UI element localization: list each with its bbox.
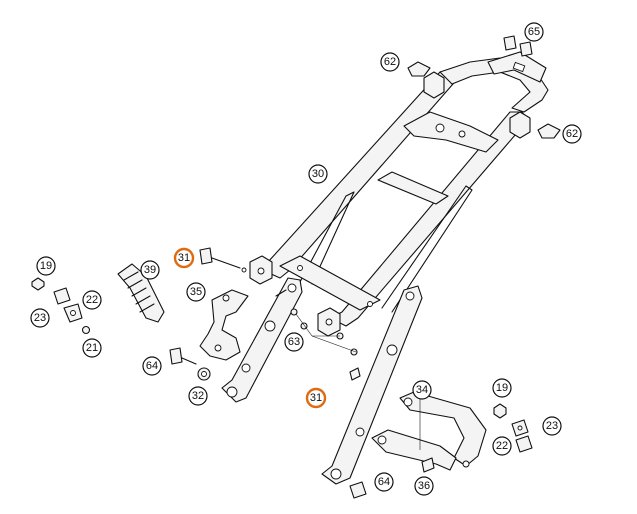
svg-text:62: 62	[566, 128, 578, 140]
svg-text:36: 36	[418, 480, 430, 492]
svg-text:21: 21	[86, 342, 98, 354]
callout-30: 30	[308, 164, 328, 184]
callout-31-bottom: 31	[305, 387, 327, 409]
svg-text:64: 64	[378, 476, 390, 488]
svg-text:23: 23	[546, 420, 558, 432]
callout-65: 65	[524, 22, 544, 42]
svg-text:32: 32	[192, 390, 204, 402]
svg-text:65: 65	[528, 26, 540, 38]
callout-64-right: 64	[374, 472, 394, 492]
callout-34: 34	[412, 380, 432, 400]
svg-text:35: 35	[190, 286, 202, 298]
callout-23-left: 23	[30, 308, 50, 328]
left-bracket-part	[221, 277, 303, 403]
hardware-parts	[31, 35, 561, 499]
callout-63: 63	[284, 332, 304, 352]
callout-32: 32	[188, 386, 208, 406]
callout-39: 39	[140, 260, 160, 280]
callout-22-left: 22	[82, 290, 102, 310]
svg-text:19: 19	[496, 382, 508, 394]
svg-text:22: 22	[496, 440, 508, 452]
subframe-part	[249, 51, 549, 337]
footpeg-part	[117, 263, 165, 323]
svg-text:64: 64	[146, 360, 158, 372]
callout-19-right: 19	[492, 378, 512, 398]
callouts: 19 19 21 22 22 23 23 30	[30, 22, 582, 496]
callout-31-top: 31	[173, 247, 195, 269]
callout-35: 35	[186, 282, 206, 302]
callout-36: 36	[414, 476, 434, 496]
right-rail-part	[321, 285, 423, 485]
svg-text:22: 22	[86, 294, 98, 306]
svg-text:23: 23	[34, 312, 46, 324]
callout-62-top: 62	[380, 52, 400, 72]
bracket-34-part	[371, 391, 487, 471]
svg-text:31: 31	[178, 252, 190, 264]
callout-64-left: 64	[142, 356, 162, 376]
svg-text:31: 31	[310, 392, 322, 404]
callout-22-right: 22	[492, 436, 512, 456]
svg-text:63: 63	[288, 336, 300, 348]
svg-text:19: 19	[40, 260, 52, 272]
svg-text:30: 30	[312, 168, 324, 180]
callout-23-right: 23	[542, 416, 562, 436]
svg-text:62: 62	[384, 56, 396, 68]
bracket-35-part	[199, 289, 249, 361]
callout-62-right: 62	[562, 124, 582, 144]
callout-21: 21	[82, 338, 102, 358]
svg-text:34: 34	[416, 384, 428, 396]
callout-19-left: 19	[36, 256, 56, 276]
leader-lines	[295, 313, 421, 450]
svg-text:39: 39	[144, 264, 156, 276]
